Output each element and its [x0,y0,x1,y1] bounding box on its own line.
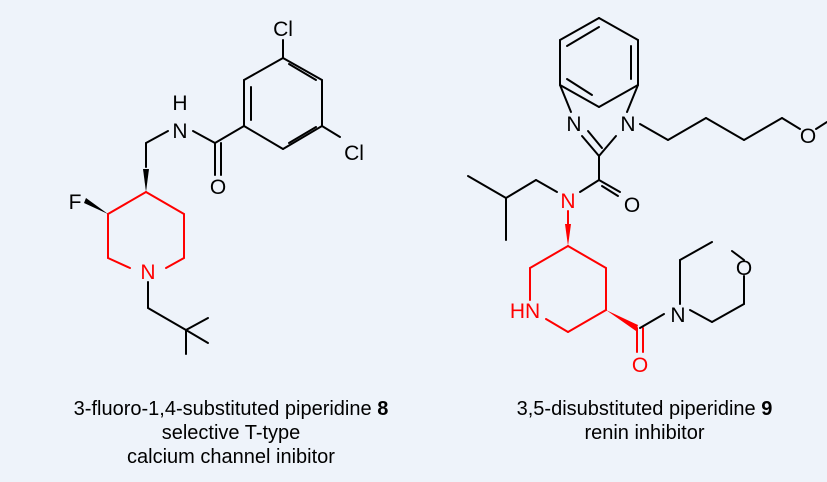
atom-amide-o: O [624,194,640,217]
atom-morpholine-n: N [670,304,685,327]
compound-8-caption-line3: calcium channel inibitor [127,446,335,468]
compound-8-name: 3-fluoro-1,4-substituted piperidine [73,398,372,420]
atom-amide-n: N [172,120,187,143]
compound-8-structure [143,39,341,192]
compound-9-morpholine [639,241,745,329]
compound-9-structure [467,17,827,241]
compound-8-piperidine-ring [107,191,185,269]
compound-8-caption-line1: 3-fluoro-1,4-substituted piperidine 8 [0,397,462,421]
atom-morpholine-o: O [736,257,752,280]
compound-8-atom-labels: Cl Cl H N O F N [69,18,364,284]
atom-ring-nh: HN [510,300,540,323]
atom-amide-n: N [560,190,575,213]
compound-9-caption-line1: 3,5-disubstituted piperidine 9 [462,397,827,421]
compound-9-caption-line2: renin inhibitor [584,422,705,444]
atom-bzim-n-left: N [566,113,581,136]
atom-fluorine: F [69,191,82,214]
atom-bottom-o: O [632,354,648,377]
atom-cl-top: Cl [273,18,293,41]
compound-8-number: 8 [377,398,389,420]
compound-9-atom-labels: N N O O N HN O N O [510,113,816,377]
atom-bzim-n-right: N [620,113,635,136]
compound-9-name: 3,5-disubstituted piperidine [516,398,756,420]
atom-amide-h: H [172,92,187,115]
compound-9-caption: 3,5-disubstituted piperidine 9 renin inh… [462,397,827,445]
compound-9-number: 9 [761,398,773,420]
atom-cl-right: Cl [344,142,364,165]
atom-ether-o: O [800,125,816,148]
atom-carbonyl-o: O [210,176,226,199]
atom-ring-n: N [140,261,155,284]
compound-8-substituents [84,198,209,355]
compound-8-caption: 3-fluoro-1,4-substituted piperidine 8 se… [0,397,462,469]
compound-8-caption-line2: selective T-type [161,422,301,444]
compound-9-piperidine-ring [529,210,644,353]
